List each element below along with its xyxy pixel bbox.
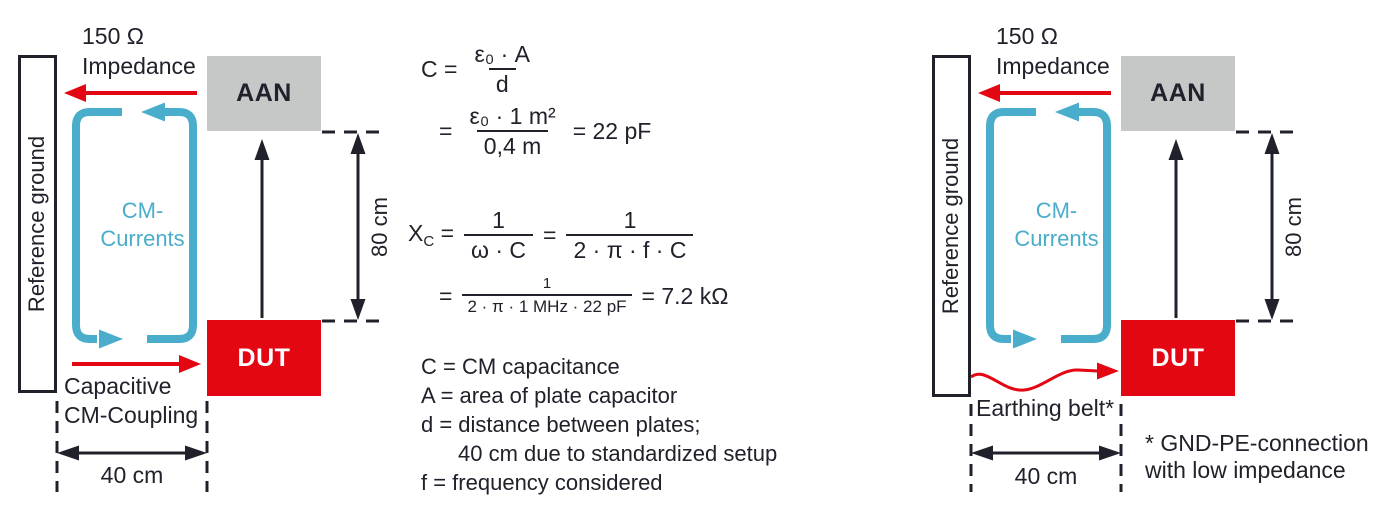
dut-aan-arrow (254, 139, 270, 318)
aan-label: AAN (236, 79, 292, 107)
legend-line-a: A = area of plate capacitor (421, 383, 678, 408)
earthing-belt-diagram: 150 Ω Impedance Reference ground AAN CM-… (914, 0, 1384, 520)
impedance-value: 150 Ω (996, 23, 1058, 49)
loop-arrowhead-left-icon (1055, 102, 1079, 122)
aan-box: AAN (207, 56, 321, 131)
legend-line-c: C = CM capacitance (421, 354, 620, 379)
reference-ground-plate: Reference ground (932, 55, 971, 397)
height-dimension (1236, 130, 1300, 323)
impedance-text: Impedance (82, 53, 196, 79)
reactance-formula-numeric: = 1 2 · π · 1 MHz · 22 pF = 7.2 kΩ (439, 274, 729, 318)
width-dimension (969, 404, 1123, 492)
capacitive-coupling-diagram-graphics (55, 84, 386, 492)
capacitive-coupling-diagram: 150 Ω Impedance Reference ground AAN CM-… (0, 0, 470, 520)
dut-box: DUT (1121, 320, 1235, 396)
reactance-fraction-expanded: 1 2 · π · f · C (566, 206, 694, 264)
width-dimension-label: 40 cm (100, 462, 164, 488)
capacitance-fraction-numeric: ε₀ · 1 m² 0,4 m (469, 103, 556, 159)
width-dimension-label: 40 cm (1014, 463, 1078, 489)
reactance-lhs: XC = (408, 220, 455, 250)
width-dimension (55, 401, 209, 492)
reference-ground-label: Reference ground (938, 137, 964, 315)
reactance-result: = 7.2 kΩ (641, 282, 729, 309)
dut-aan-arrow (1168, 139, 1184, 318)
reactance-fraction-omega: 1 ω · C (464, 206, 534, 264)
reactance-formula: XC = 1 ω · C = 1 2 · π · f · C (408, 206, 694, 264)
dut-box: DUT (207, 320, 321, 396)
height-dimension-label: 80 cm (367, 197, 392, 257)
earthing-belt-wave-arrow (970, 362, 1119, 392)
cm-current-loop (986, 102, 1111, 349)
cm-currents-label: CM- Currents (100, 198, 185, 251)
dut-label: DUT (1151, 343, 1205, 372)
impedance-label: 150 Ω Impedance (82, 21, 196, 81)
cm-currents-label: CM- Currents (1014, 198, 1099, 251)
impedance-text: Impedance (996, 53, 1110, 79)
formula-legend: C = CM capacitance A = area of plate cap… (421, 352, 777, 497)
earthing-belt-diagram-graphics (969, 84, 1300, 492)
height-dimension (322, 130, 386, 323)
loop-arrowhead-right-icon (1013, 329, 1037, 349)
height-dimension-label: 80 cm (1281, 197, 1306, 257)
legend-line-d: d = distance between plates; (421, 412, 701, 437)
impedance-arrow (978, 84, 1111, 102)
earthing-belt-label: Earthing belt* (976, 395, 1115, 421)
capacitance-fraction-symbolic: ε₀ · A d (474, 41, 531, 97)
capacitance-lhs: C = (421, 55, 458, 82)
aan-box: AAN (1121, 56, 1235, 131)
gnd-pe-footnote: * GND-PE-connection with low impedance (1145, 430, 1369, 483)
impedance-value: 150 Ω (82, 23, 144, 49)
capacitance-formula-numeric: = ε₀ · 1 m² 0,4 m = 22 pF (439, 103, 652, 159)
legend-line-d-continued: 40 cm due to standardized setup (458, 441, 778, 466)
cm-current-loop (72, 102, 197, 349)
dut-label: DUT (237, 343, 291, 372)
aan-label: AAN (1150, 79, 1206, 107)
legend-line-f: f = frequency considered (421, 470, 663, 495)
reference-ground-plate: Reference ground (18, 55, 57, 393)
capacitance-formula: C = ε₀ · A d (421, 40, 537, 98)
loop-arrowhead-right-icon (99, 329, 123, 349)
impedance-label: 150 Ω Impedance (996, 21, 1110, 81)
impedance-arrow (64, 84, 197, 102)
capacitance-result: = 22 pF (572, 117, 652, 144)
capacitive-coupling-arrow (72, 355, 201, 373)
loop-arrowhead-left-icon (141, 102, 165, 122)
capacitive-coupling-label: Capacitive CM-Coupling (64, 373, 199, 428)
reactance-fraction-numeric: 1 2 · π · 1 MHz · 22 pF (462, 274, 632, 318)
reference-ground-label: Reference ground (24, 135, 50, 313)
